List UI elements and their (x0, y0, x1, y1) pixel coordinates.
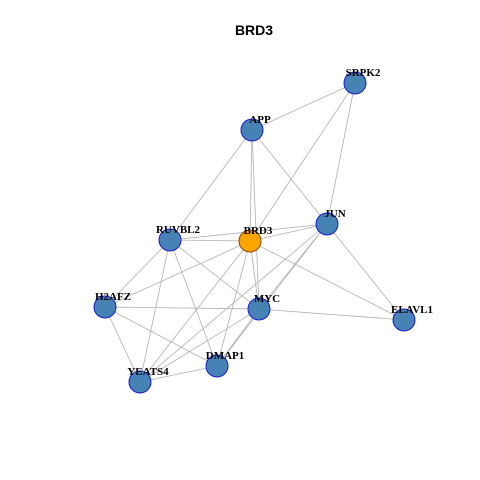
edge-app-ruvbl2 (169, 129, 253, 241)
edge-brd3-dmap1 (216, 240, 251, 367)
edge-h2afz-yeats4 (104, 306, 141, 383)
edge-jun-elavl1 (326, 223, 405, 321)
node-label-brd3: BRD3 (244, 225, 273, 237)
node-yeats4: YEATS4 (127, 366, 169, 394)
edges-layer (104, 82, 405, 383)
edge-ruvbl2-dmap1 (169, 239, 218, 367)
edge-myc-elavl1 (258, 308, 405, 321)
node-label-srpk2: SRPK2 (346, 67, 381, 79)
edge-jun-dmap1 (216, 223, 328, 367)
node-brd3: BRD3 (238, 225, 273, 253)
edge-app-brd3 (249, 129, 253, 242)
node-circle-myc (247, 297, 271, 321)
node-label-ruvbl2: RUVBL2 (156, 224, 201, 236)
node-label-myc: MYC (254, 293, 280, 305)
edge-brd3-elavl1 (249, 240, 405, 321)
graph-title: BRD3 (235, 22, 273, 38)
node-circle-jun (315, 212, 339, 236)
node-circle-elavl1 (392, 308, 416, 332)
edge-srpk2-app (251, 82, 356, 131)
edge-h2afz-dmap1 (104, 306, 218, 367)
edge-myc-yeats4 (139, 308, 260, 383)
node-h2afz: H2AFZ (93, 291, 131, 319)
node-circle-h2afz (93, 295, 117, 319)
node-circle-yeats4 (128, 370, 152, 394)
node-label-elavl1: ELAVL1 (391, 304, 433, 316)
node-circle-brd3 (238, 229, 262, 253)
node-jun: JUN (315, 208, 346, 236)
node-label-jun: JUN (324, 208, 345, 220)
node-circle-srpk2 (343, 71, 367, 95)
node-label-yeats4: YEATS4 (127, 366, 169, 378)
edge-ruvbl2-h2afz (104, 239, 171, 308)
node-elavl1: ELAVL1 (391, 304, 433, 332)
edge-app-myc (251, 129, 260, 310)
node-label-h2afz: H2AFZ (95, 291, 131, 303)
edge-ruvbl2-yeats4 (139, 239, 171, 383)
edge-dmap1-yeats4 (139, 365, 218, 383)
node-circle-ruvbl2 (158, 228, 182, 252)
edge-h2afz-myc (104, 306, 260, 310)
node-label-dmap1: DMAP1 (206, 350, 245, 362)
node-myc: MYC (247, 293, 280, 321)
edge-brd3-h2afz (104, 240, 251, 308)
edge-myc-dmap1 (216, 308, 260, 367)
node-circle-dmap1 (205, 354, 229, 378)
node-circle-app (240, 118, 264, 142)
node-dmap1: DMAP1 (205, 350, 245, 378)
edge-app-jun (251, 129, 328, 225)
node-ruvbl2: RUVBL2 (156, 224, 201, 252)
edge-ruvbl2-myc (169, 239, 260, 310)
node-srpk2: SRPK2 (343, 67, 381, 95)
node-app: APP (240, 114, 271, 142)
edge-srpk2-jun (326, 82, 356, 225)
edge-brd3-ruvbl2 (169, 239, 251, 242)
edge-srpk2-brd3 (249, 82, 356, 242)
node-label-app: APP (249, 114, 271, 126)
edge-brd3-yeats4 (139, 240, 251, 383)
edge-jun-brd3 (249, 223, 328, 242)
